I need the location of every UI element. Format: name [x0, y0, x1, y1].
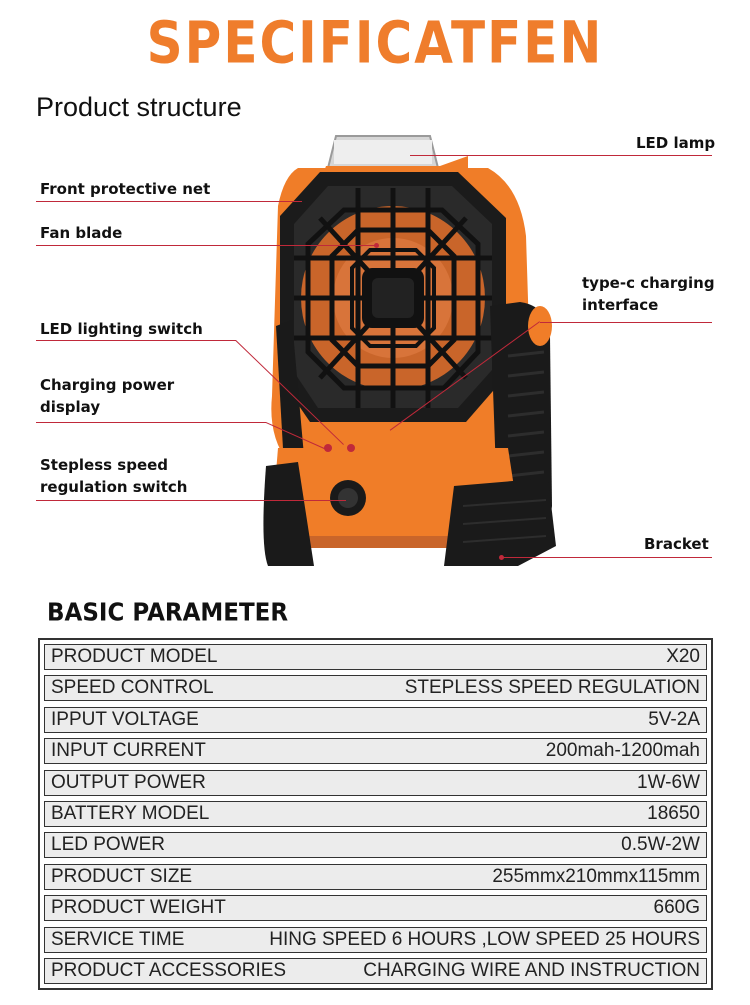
table-row: PRODUCT SIZE 255mmx210mmx115mm: [44, 863, 707, 890]
callout-bracket: Bracket: [644, 535, 709, 553]
callout-line-fan-blade: [36, 245, 378, 246]
section-title-product-structure: Product structure: [36, 92, 242, 122]
param-value: 5V-2A: [648, 708, 700, 730]
table-row: PRODUCT ACCESSORIES CHARGING WIRE AND INS…: [44, 958, 707, 984]
page-title: SPECIFICATFEN: [146, 9, 604, 77]
callout-dot-fan-blade: [374, 243, 379, 248]
param-label: PRODUCT MODEL: [51, 646, 218, 667]
param-value: 0.5W-2W: [621, 834, 700, 856]
param-label: OUTPUT POWER: [51, 771, 206, 793]
table-row: OUTPUT POWER 1W-6W: [44, 769, 707, 796]
callout-charging-display-line1: Charging power: [40, 376, 175, 394]
table-row: BATTERY MODEL 18650: [44, 801, 707, 827]
table-row: LED POWER 0.5W-2W: [44, 832, 707, 859]
callout-led-switch: LED lighting switch: [40, 320, 203, 338]
table-row: SERVICE TIME HING SPEED 6 HOURS ,LOW SPEE…: [44, 926, 707, 953]
callout-front-net: Front protective net: [40, 180, 211, 198]
param-value: 200mah-1200mah: [545, 740, 700, 762]
param-value: HING SPEED 6 HOURS ,LOW SPEED 25 HOURS: [269, 928, 700, 950]
callout-line-led-lamp: [410, 155, 712, 156]
param-value: STEPLESS SPEED REGULATION: [404, 677, 700, 699]
callout-speed-switch-line2: regulation switch: [40, 478, 188, 496]
callout-line-typec: [540, 322, 712, 323]
callout-typec-line1: type-c charging: [582, 274, 715, 292]
table-row: INPUT CURRENT 200mah-1200mah: [44, 738, 707, 765]
param-label: PRODUCT SIZE: [51, 865, 193, 887]
param-label: INPUT CURRENT: [51, 740, 206, 762]
callout-dot-bracket: [499, 555, 504, 560]
param-value: 18650: [647, 803, 700, 824]
callout-line-led-switch: [36, 340, 236, 341]
param-value: CHARGING WIRE AND INSTRUCTION: [363, 960, 700, 981]
param-label: PRODUCT WEIGHT: [51, 897, 226, 919]
callout-line-charging-display: [36, 422, 266, 423]
param-value: 1W-6W: [637, 771, 700, 793]
param-value: 255mmx210mmx115mm: [492, 865, 700, 887]
callout-charging-display-line2: display: [40, 398, 101, 416]
param-value: X20: [666, 646, 700, 667]
table-row: PRODUCT MODEL X20: [44, 644, 707, 670]
table-row: IPPUT VOLTAGE 5V-2A: [44, 706, 707, 733]
callout-line-speed-switch: [36, 500, 346, 501]
param-value: 660G: [653, 897, 700, 919]
callout-led-lamp: LED lamp: [636, 134, 716, 152]
callout-line-bracket: [502, 557, 712, 558]
param-label: SPEED CONTROL: [51, 677, 214, 699]
callout-line-front-net: [36, 201, 302, 202]
param-label: PRODUCT ACCESSORIES: [51, 960, 287, 981]
param-label: IPPUT VOLTAGE: [51, 708, 199, 730]
param-label: SERVICE TIME: [51, 928, 185, 950]
callout-typec-line2: interface: [582, 296, 659, 314]
callout-fan-blade: Fan blade: [40, 224, 123, 242]
fan-product-image: [263, 135, 556, 566]
param-label: BATTERY MODEL: [51, 803, 210, 824]
table-row: PRODUCT WEIGHT 660G: [44, 895, 707, 922]
table-row: SPEED CONTROL STEPLESS SPEED REGULATION: [44, 675, 707, 702]
callout-speed-switch-line1: Stepless speed: [40, 456, 169, 474]
section-title-basic-parameter: BASIC PARAMETER: [47, 598, 289, 628]
param-label: LED POWER: [51, 834, 166, 856]
